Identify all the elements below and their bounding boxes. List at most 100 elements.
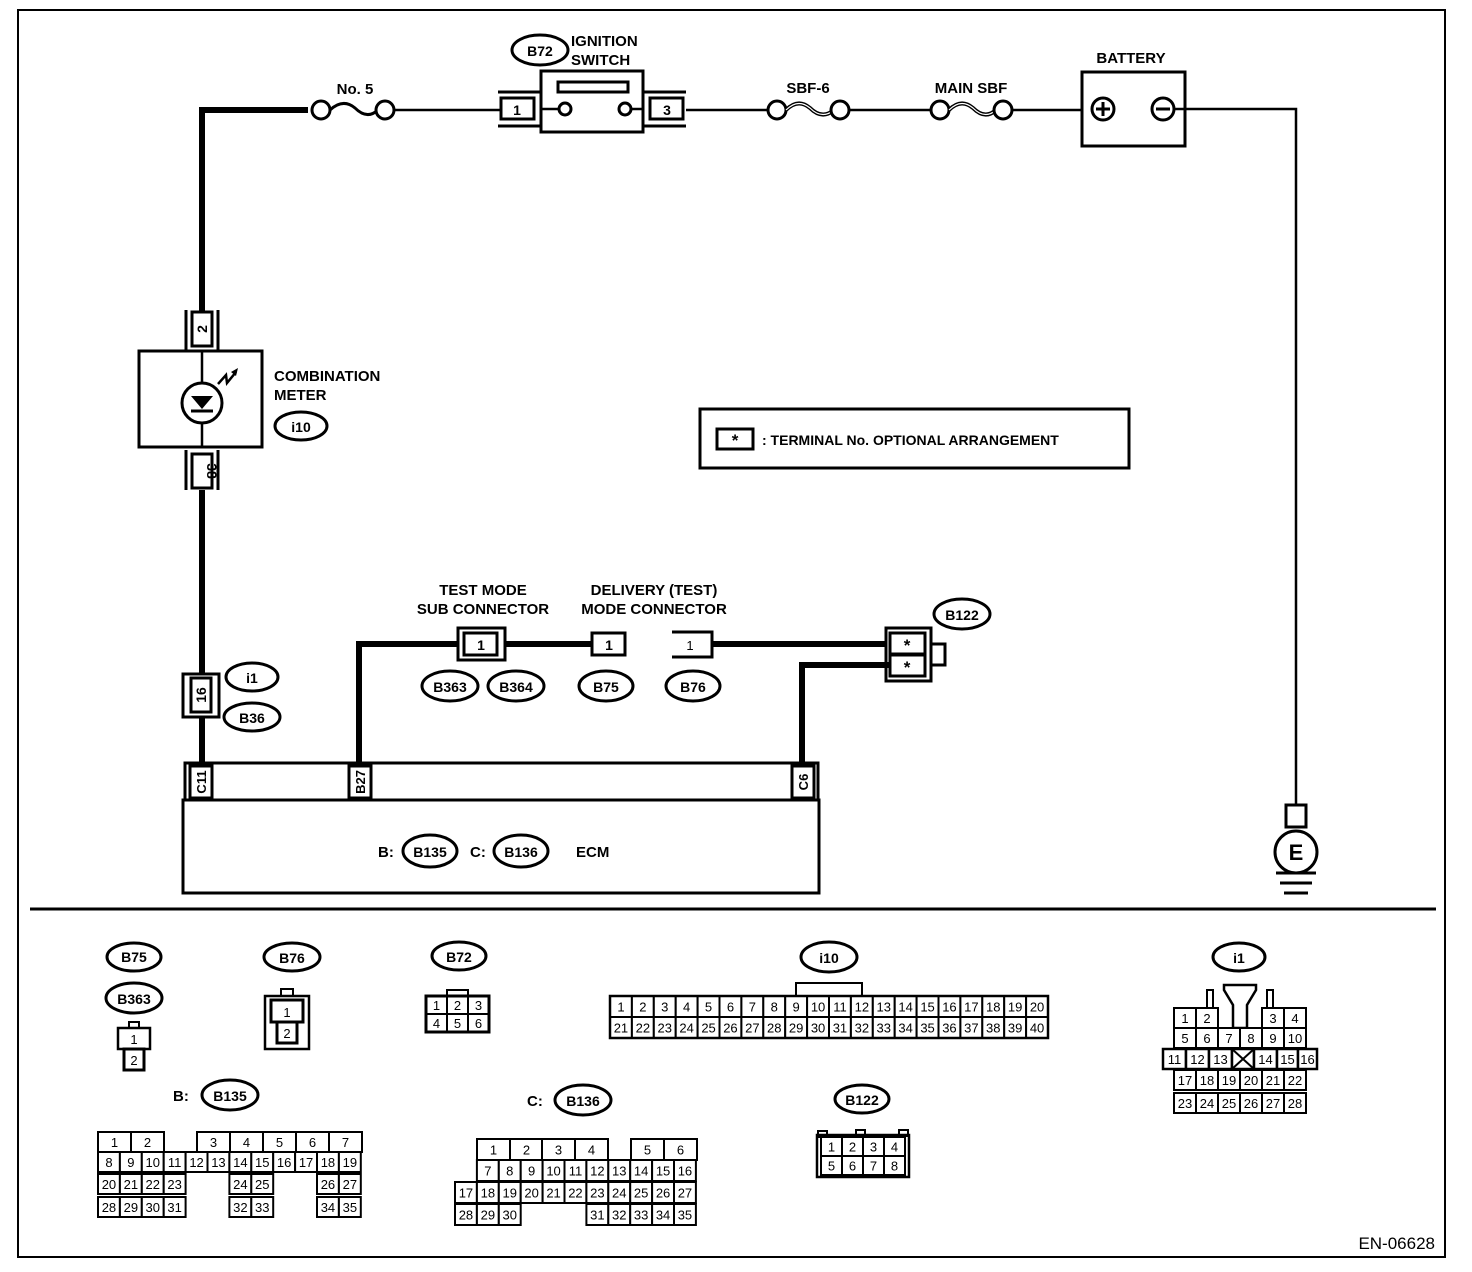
pin-number: 16 bbox=[1300, 1052, 1314, 1067]
pin-number: 2 bbox=[523, 1143, 530, 1158]
wire-c6 bbox=[799, 662, 890, 765]
pin-number: 36 bbox=[942, 1021, 956, 1036]
pin-number: 10 bbox=[811, 1000, 825, 1015]
b76-connector-id: B76 bbox=[680, 679, 706, 695]
ecm-c-connector-id: B136 bbox=[504, 844, 538, 860]
connector-housing bbox=[815, 1133, 911, 1179]
view-b72-id: B72 bbox=[446, 949, 472, 965]
blank-pin-icon bbox=[1231, 1048, 1255, 1070]
ecm-terminal-b27: B27 bbox=[353, 770, 368, 794]
test-mode-label-1: TEST MODE bbox=[439, 582, 527, 599]
i1-b36-joint: 16 i1 B36 bbox=[181, 661, 282, 733]
pin-number: 12 bbox=[189, 1155, 203, 1170]
pin-number: 18 bbox=[1200, 1073, 1214, 1088]
view-b122-id: B122 bbox=[845, 1092, 879, 1108]
pin-number: 20 bbox=[102, 1177, 116, 1192]
pin-number: 21 bbox=[614, 1021, 628, 1036]
pin-number: 2 bbox=[454, 998, 461, 1013]
pin-number: 4 bbox=[891, 1140, 898, 1155]
pin-number: 15 bbox=[920, 1000, 934, 1015]
pin-number: 6 bbox=[309, 1135, 316, 1150]
pin-number: 1 bbox=[828, 1140, 835, 1155]
pin-number: 31 bbox=[833, 1021, 847, 1036]
pin-number: 1 bbox=[433, 998, 440, 1013]
pin-number: 25 bbox=[701, 1021, 715, 1036]
pin-number: 19 bbox=[343, 1155, 357, 1170]
connector-id-oval bbox=[510, 33, 570, 67]
combination-meter-label-1: COMBINATION bbox=[274, 368, 380, 385]
pin-number: 5 bbox=[644, 1143, 651, 1158]
pin-number: 32 bbox=[233, 1200, 247, 1215]
ground-label: E bbox=[1289, 840, 1304, 865]
view-b75-pin: 2 bbox=[130, 1053, 137, 1068]
view-i1-id: i1 bbox=[1233, 950, 1245, 966]
pin-number: 30 bbox=[503, 1208, 517, 1223]
pin-number: 2 bbox=[144, 1135, 151, 1150]
pin-number: 37 bbox=[964, 1021, 978, 1036]
pin-number: 29 bbox=[789, 1021, 803, 1036]
pin-number: 2 bbox=[1203, 1011, 1210, 1026]
pin-number: 22 bbox=[146, 1177, 160, 1192]
ecm-terminal-c6: C6 bbox=[796, 774, 811, 791]
view-b136-id: B136 bbox=[566, 1093, 600, 1109]
pin-cell bbox=[337, 1173, 362, 1195]
pin-number: 14 bbox=[1258, 1052, 1272, 1067]
ecm-b-connector-id: B135 bbox=[413, 844, 447, 860]
b122-terminal-a: * bbox=[904, 636, 911, 655]
pin-number: 24 bbox=[679, 1021, 693, 1036]
battery-label: BATTERY bbox=[1096, 50, 1165, 67]
pin-number: 6 bbox=[1203, 1031, 1210, 1046]
wire-b27 bbox=[356, 641, 462, 765]
pin-number: 38 bbox=[986, 1021, 1000, 1036]
wire-meter-feed bbox=[199, 107, 308, 312]
legend-text: : TERMINAL No. OPTIONAL ARRANGEMENT bbox=[762, 432, 1059, 448]
ignition-switch-label-1: IGNITION bbox=[571, 33, 638, 50]
pin-number: 27 bbox=[678, 1186, 692, 1201]
pin-number: 11 bbox=[833, 1000, 847, 1015]
pin-number: 11 bbox=[168, 1155, 182, 1170]
pin-number: 24 bbox=[612, 1186, 626, 1201]
pin-number: 4 bbox=[243, 1135, 250, 1150]
pin-cell bbox=[1283, 1069, 1307, 1091]
pin-number: 21 bbox=[1266, 1073, 1280, 1088]
terminal-legend: * : TERMINAL No. OPTIONAL ARRANGEMENT bbox=[698, 407, 1131, 470]
pin-number: 29 bbox=[481, 1208, 495, 1223]
view-b136-prefix: C: bbox=[527, 1093, 543, 1110]
pin-cell bbox=[883, 1155, 906, 1176]
ignition-terminal-3: 3 bbox=[663, 102, 671, 118]
pin-number: 16 bbox=[277, 1155, 291, 1170]
ignition-switch-label-2: SWITCH bbox=[571, 52, 630, 69]
pin-number: 7 bbox=[1225, 1031, 1232, 1046]
fuse-main-sbf: MAIN SBF bbox=[929, 80, 1014, 121]
pin-cell bbox=[1296, 1047, 1319, 1071]
pin-number: 29 bbox=[124, 1200, 138, 1215]
meter-terminal-38: 38 bbox=[204, 463, 220, 479]
pin-number: 3 bbox=[1269, 1011, 1276, 1026]
connector-housing bbox=[424, 994, 491, 1034]
ecm-b-prefix: B: bbox=[378, 844, 394, 861]
b363-connector-id: B363 bbox=[433, 679, 467, 695]
pin-cell bbox=[250, 1196, 275, 1218]
pin-cell bbox=[162, 1173, 187, 1195]
pin-number: 24 bbox=[233, 1177, 247, 1192]
pin-number: 28 bbox=[1288, 1096, 1302, 1111]
pin-number: 6 bbox=[727, 1000, 734, 1015]
b76-terminal-1: 1 bbox=[686, 638, 693, 653]
pin-number: 15 bbox=[656, 1164, 670, 1179]
ignition-switch: B72 IGNITION SWITCH 1 3 bbox=[498, 33, 686, 134]
pin-number: 17 bbox=[299, 1155, 313, 1170]
pin-number: 13 bbox=[1213, 1052, 1227, 1067]
pin-number: 23 bbox=[658, 1021, 672, 1036]
pin-number: 26 bbox=[321, 1177, 335, 1192]
fuse-main-sbf-label: MAIN SBF bbox=[935, 80, 1008, 97]
pin-number: 13 bbox=[612, 1164, 626, 1179]
pin-number: 4 bbox=[1291, 1011, 1298, 1026]
pin-number: 3 bbox=[475, 998, 482, 1013]
pin-number: 1 bbox=[617, 1000, 624, 1015]
pin-number: 24 bbox=[1200, 1096, 1214, 1111]
connector-view-b76: B76 1 2 bbox=[262, 941, 322, 1051]
